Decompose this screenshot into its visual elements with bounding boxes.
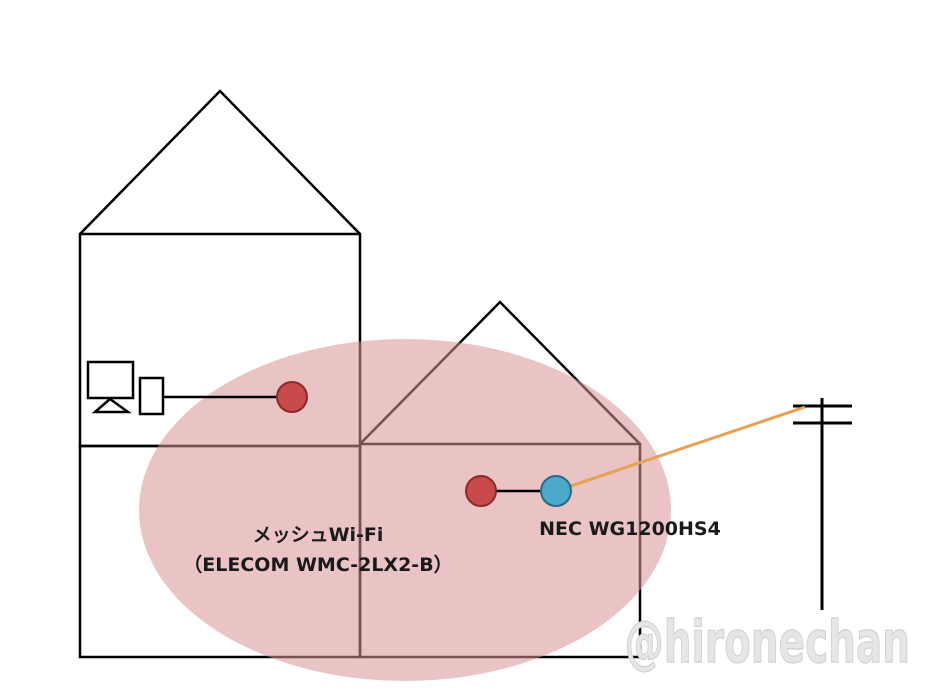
fiber-line — [555, 405, 806, 493]
mesh-coverage-area — [139, 339, 671, 681]
monitor-icon — [86, 360, 135, 400]
router-label: NEC WG1200HS4 — [539, 518, 721, 540]
pc-tower-icon — [138, 376, 165, 416]
mesh-label-line1: メッシュWi-Fi — [253, 524, 384, 546]
desktop-pc-icon — [86, 360, 165, 416]
mesh-label-line2: （ELECOM WMC-2LX2-B） — [183, 553, 452, 576]
watermark-text: @hironechan — [625, 608, 910, 676]
tall-house-roof — [79, 89, 361, 235]
utility-pole-icon — [793, 398, 852, 610]
router-node — [540, 475, 572, 507]
mesh-node-upstairs — [276, 381, 308, 413]
mesh-node-main — [465, 475, 497, 507]
monitor-stand-icon — [91, 397, 132, 414]
